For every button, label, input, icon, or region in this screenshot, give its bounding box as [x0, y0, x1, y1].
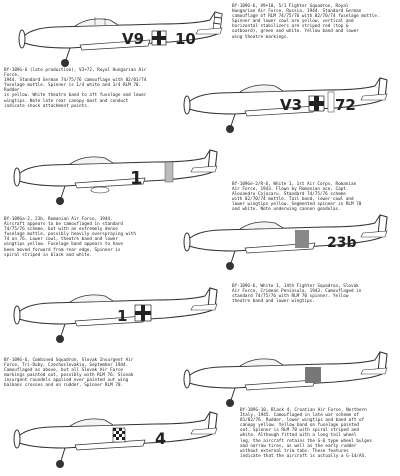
fuselage-number: 1 — [130, 168, 143, 189]
caption-6: Bf-109G-6, Combined Squadron, Slovak Ins… — [4, 358, 134, 389]
caption-7: Bf-109G-10, Black 4, Croatian Air Force,… — [240, 408, 372, 459]
caption-5: Bf-109G-6, White 1, 14th Fighter Squadro… — [232, 284, 362, 305]
fuselage-number: 23b — [327, 235, 357, 251]
caption-1: Bf-109G-6, V9+10, 5/1 Fighter Squadron, … — [232, 4, 380, 40]
fuselage-code: V3 — [280, 96, 302, 114]
aircraft-profile-6 — [183, 351, 388, 407]
aircraft-profile-4: 23b — [183, 214, 388, 270]
aircraft-profile-2: V3 72 — [183, 77, 388, 133]
fuselage-number: 72 — [335, 96, 356, 114]
aircraft-profile-1: V9 10 — [18, 11, 223, 67]
aircraft-profile-5: 1 — [13, 287, 218, 343]
fuselage-number: 1 — [117, 307, 127, 325]
aircraft-profile-7: 4 — [13, 411, 218, 468]
aircraft-profile-3: 1 — [13, 149, 218, 205]
entry-7: 4 Bf-109G-10, Black 4, Croatian Air Forc… — [0, 400, 400, 476]
fuselage-code: V9 — [122, 30, 144, 48]
caption-3: Bf-109Ge-2/R-6, White 1, 1st Air Corps, … — [232, 182, 362, 213]
fuselage-number: 10 — [175, 30, 196, 48]
entry-6: Bf-109G-6, Combined Squadron, Slovak Ins… — [0, 346, 400, 407]
entry-2: Bf-109G-6 (late production), V3+72, Roya… — [0, 66, 400, 138]
entry-4: Bf-109Ga-2, 23b, Romanian Air Force, 194… — [0, 205, 400, 280]
entry-5: 1 Bf-109G-6, White 1, 14th Fighter Squad… — [0, 280, 400, 352]
entry-1: V9 10 Bf-109G-6, V9+10, 5/1 Fighter Squa… — [0, 0, 400, 70]
croatian-checkerboard — [112, 427, 126, 443]
entry-3: 1 Bf-109Ge-2/R-6, White 1, 1st Air Corps… — [0, 140, 400, 213]
caption-4: Bf-109Ga-2, 23b, Romanian Air Force, 194… — [4, 217, 136, 258]
caption-2: Bf-109G-6 (late production), V3+72, Roya… — [4, 68, 147, 109]
fuselage-number: 4 — [155, 429, 166, 448]
